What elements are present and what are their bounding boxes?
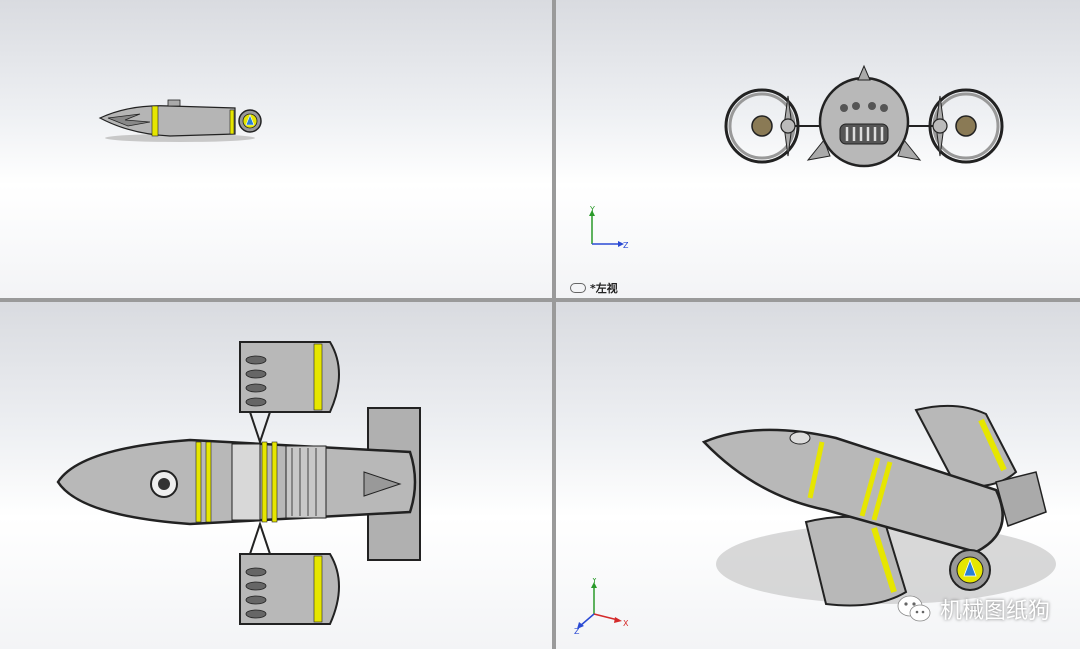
horizontal-viewport-splitter[interactable] (0, 298, 1080, 302)
axis-label-z: Z (623, 241, 629, 250)
watermark-text: 机械图纸狗 (939, 599, 1050, 624)
axis-triad-iso: Y X Z (574, 578, 629, 634)
ship-top-view (56, 341, 421, 625)
axis-label-y: Y (589, 206, 595, 214)
ship-side-view (98, 99, 262, 142)
axis-label-x: X (623, 619, 629, 628)
view-orientation-label[interactable]: *左视 (570, 280, 618, 296)
view-eye-icon (570, 283, 586, 293)
watermark: 机械图纸狗 (896, 593, 1050, 625)
viewport-isometric[interactable]: Y X Z (556, 302, 1080, 649)
viewport-side[interactable] (0, 0, 552, 298)
wechat-icon (897, 595, 931, 622)
axis-label-y: Y (591, 578, 597, 585)
vertical-viewport-splitter[interactable] (552, 0, 556, 649)
ship-isometric-view (701, 404, 1056, 607)
axis-label-z: Z (574, 627, 580, 634)
viewport-left[interactable]: Y Z *左视 (556, 0, 1080, 298)
viewport-top[interactable] (0, 302, 552, 649)
axis-triad: Y Z (589, 206, 629, 250)
view-name: *左视 (590, 282, 618, 295)
ship-front-view (724, 64, 1004, 168)
